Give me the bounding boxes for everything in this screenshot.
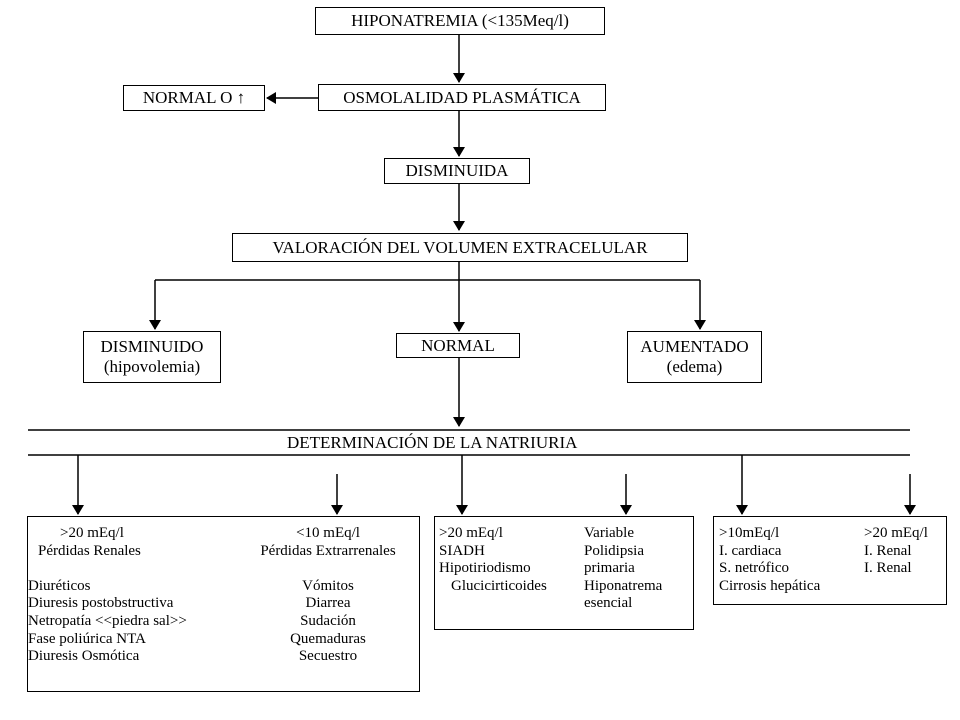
list-item: Diuresis Osmótica (28, 648, 140, 665)
edema-label: (edema) (666, 357, 723, 376)
list-item: >10mEq/l (719, 525, 780, 541)
list-item: Glucicirticoides (451, 577, 547, 594)
node-hiponatremia: HIPONATREMIA (<135Meq/l) (315, 7, 605, 35)
list-item: I. Renal (864, 560, 912, 577)
list-item: Vómitos (302, 577, 354, 594)
list-item: Diuréticos (28, 577, 91, 594)
list-item: Hiponatrema (584, 577, 663, 594)
node-disminuido-hipovolemia: DISMINUIDO (hipovolemia) (83, 331, 221, 383)
column-siadh: >20 mEq/l SIADH Hipotiriodismo Glucicirt… (439, 525, 579, 595)
list-item: Fase poliúrica NTA (28, 630, 146, 647)
list-item: Diuresis postobstructiva (28, 595, 174, 612)
list-item: primaria (584, 560, 635, 577)
list-item: I. cardiaca (719, 542, 782, 559)
node-aumentado-edema: AUMENTADO (edema) (627, 331, 762, 383)
panel-edema: >10mEq/l I. cardiaca S. netrófico Cirros… (713, 516, 947, 605)
list-item: Cirrosis hepática (719, 577, 821, 594)
node-valoracion-volumen: VALORACIÓN DEL VOLUMEN EXTRACELULAR (232, 233, 688, 262)
natriuria-title: DETERMINACIÓN DE LA NATRIURIA (287, 433, 578, 452)
list-item: >20 mEq/l (439, 525, 503, 541)
node-normal: NORMAL (396, 333, 520, 358)
list-item: S. netrófico (719, 560, 789, 577)
list-item: Quemaduras (290, 630, 366, 647)
list-item: Netropatía <<piedra sal>> (28, 612, 187, 629)
list-item: Variable (584, 525, 634, 541)
node-osmolalidad: OSMOLALIDAD PLASMÁTICA (318, 84, 606, 111)
list-item: Polidipsia (584, 542, 645, 559)
renal-threshold: >20 mEq/l (60, 525, 124, 541)
list-item: Diarrea (305, 595, 351, 612)
column-variable: Variable Polidipsia primaria Hiponatrema… (584, 525, 690, 613)
spacer (28, 560, 228, 578)
node-normal-o-aumentada: NORMAL O ↑ (123, 85, 265, 111)
list-item: SIADH (439, 542, 485, 559)
hipovolemia-label: (hipovolemia) (103, 357, 201, 376)
list-item: Secuestro (298, 648, 358, 665)
extrarrenal-threshold: <10 mEq/l (296, 525, 360, 541)
aumentado-label: AUMENTADO (640, 337, 749, 356)
column-perdidas-renales: >20 mEq/l Pérdidas Renales Diuréticos Di… (28, 525, 228, 666)
column-cardiaca: >10mEq/l I. cardiaca S. netrófico Cirros… (719, 525, 859, 595)
column-renal-edema: >20 mEq/l I. Renal I. Renal (864, 525, 946, 578)
list-item: esencial (584, 595, 633, 612)
list-item: >20 mEq/l (864, 525, 928, 541)
list-item: I. Renal (864, 542, 912, 559)
list-item: Hipotiriodismo (439, 560, 531, 577)
extrarrenal-title: Pérdidas Extrarrenales (260, 542, 396, 559)
renal-title: Pérdidas Renales (38, 542, 141, 559)
disminuido-label: DISMINUIDO (100, 337, 204, 356)
panel-normovolemia: >20 mEq/l SIADH Hipotiriodismo Glucicirt… (434, 516, 694, 630)
column-perdidas-extrarrenales: <10 mEq/l Pérdidas Extrarrenales Vómitos… (242, 525, 414, 666)
panel-hipovolemia: >20 mEq/l Pérdidas Renales Diuréticos Di… (27, 516, 420, 692)
list-item: Sudación (300, 612, 356, 629)
node-disminuida: DISMINUIDA (384, 158, 530, 184)
spacer (242, 560, 414, 578)
